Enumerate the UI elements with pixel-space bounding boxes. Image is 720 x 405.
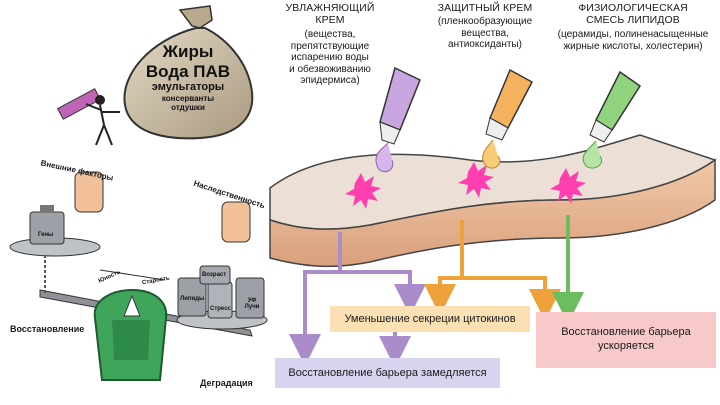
box-barrier-fast xyxy=(536,312,716,368)
protective-header: ЗАЩИТНЫЙ КРЕМ (пленкообразующие вещества… xyxy=(425,2,545,51)
balance-scale xyxy=(9,171,268,381)
label-genes: Гены xyxy=(38,232,54,238)
bag-line1: Жиры xyxy=(162,42,214,61)
box-cytokines xyxy=(330,306,530,332)
lipids-title: ФИЗИОЛОГИЧЕСКАЯ СМЕСЬ ЛИПИДОВ xyxy=(578,2,688,27)
tube-protective xyxy=(482,68,534,169)
protective-desc: (пленкообразующие вещества, антиоксидант… xyxy=(437,16,533,51)
tube-lipids xyxy=(582,70,642,169)
text-barrier-fast: Восстановление барьера ускоряется xyxy=(561,326,691,352)
bag-line2: Вода ПАВ xyxy=(145,61,231,81)
label-recovery: Восстановление xyxy=(10,324,85,334)
moisturizing-header: УВЛАЖНЯЮЩИЙ КРЕМ (вещества, препятствующ… xyxy=(270,2,390,87)
ingredients-bag xyxy=(123,5,254,140)
moisturizing-title: УВЛАЖНЯЮЩИЙ КРЕМ xyxy=(285,2,375,27)
label-stress: Стресс xyxy=(210,306,231,312)
label-degradation: Деградация xyxy=(200,378,253,388)
arrow-protective xyxy=(424,220,561,321)
arrow-moisturizing xyxy=(289,232,426,368)
figure-with-board xyxy=(56,88,120,146)
tube-moisturizing xyxy=(375,66,421,173)
label-age: Возраст xyxy=(202,272,227,278)
lipids-header: ФИЗИОЛОГИЧЕСКАЯ СМЕСЬ ЛИПИДОВ (церамиды,… xyxy=(548,2,718,52)
bag-text: Жиры Вода ПАВ эмульгаторы консерванты от… xyxy=(128,42,248,112)
protective-title: ЗАЩИТНЫЙ КРЕМ xyxy=(437,2,533,14)
bag-line3: эмульгаторы xyxy=(151,81,225,94)
box-barrier-slow xyxy=(275,358,500,388)
label-uv: УФ Лучи xyxy=(244,298,260,310)
label-lipids: Липиды xyxy=(180,296,205,302)
bag-line4: консерванты xyxy=(161,93,215,103)
text-cytokines: Уменьшение секреции цитокинов xyxy=(344,313,516,325)
moisturizing-desc: (вещества, препятствующие испарению воды… xyxy=(289,29,371,87)
lipids-desc: (церамиды, полиненасыщенные жирные кисло… xyxy=(557,29,709,52)
text-barrier-slow: Восстановление барьера замедляется xyxy=(288,367,487,379)
bag-line5: отдушки xyxy=(171,102,205,112)
